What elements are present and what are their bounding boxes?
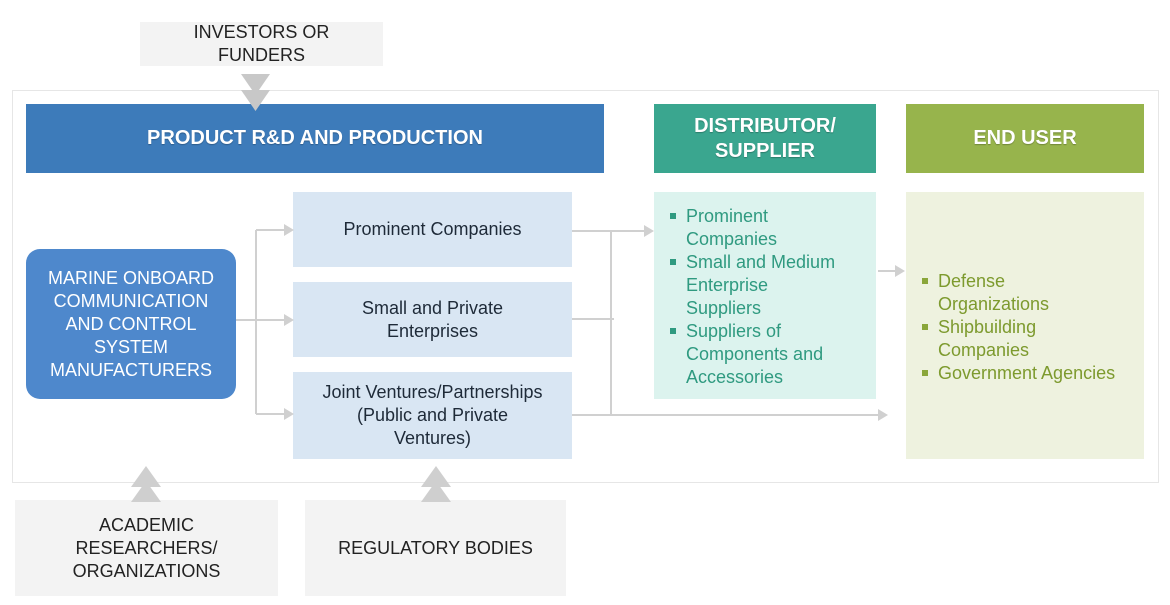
- end-user-header-label: END USER: [973, 127, 1077, 149]
- distributor-panel: Prominent Companies Small and Medium Ent…: [654, 192, 876, 399]
- investors-down-arrow: [241, 74, 270, 111]
- rd-header: PRODUCT R&D AND PRODUCTION: [26, 104, 604, 173]
- company-box-prominent: Prominent Companies: [293, 192, 572, 267]
- company-label-prominent: Prominent Companies: [343, 219, 522, 239]
- regulatory-box: REGULATORY BODIES: [305, 500, 566, 596]
- manufacturers-box: MARINE ONBOARD COMMUNICATION AND CONTROL…: [26, 249, 236, 399]
- investors-box: INVESTORS OR FUNDERS: [140, 22, 383, 66]
- distributor-item: Small and Medium Enterprise Suppliers: [668, 251, 866, 320]
- end-user-item: Government Agencies: [920, 362, 1136, 385]
- company-to-distributor-lines: [572, 230, 880, 416]
- regulatory-up-arrow: [421, 466, 451, 502]
- end-user-item: Defense Organizations: [920, 270, 1136, 316]
- end-user-item: Shipbuilding Companies: [920, 316, 1136, 362]
- distributor-header-label: DISTRIBUTOR/ SUPPLIER: [694, 114, 836, 162]
- company-box-small-private: Small and Private Enterprises: [293, 282, 572, 357]
- end-user-panel: Defense Organizations Shipbuilding Compa…: [906, 192, 1144, 459]
- academic-box: ACADEMIC RESEARCHERS/ ORGANIZATIONS: [15, 500, 278, 596]
- manufacturer-arrowheads: [284, 224, 294, 420]
- distributor-header: DISTRIBUTOR/ SUPPLIER: [654, 104, 876, 173]
- manufacturers-label: MARINE ONBOARD COMMUNICATION AND CONTROL…: [47, 267, 215, 380]
- distributor-list: Prominent Companies Small and Medium Ent…: [668, 205, 866, 389]
- company-label-small-private: Small and Private Enterprises: [361, 297, 504, 341]
- manufacturer-to-company-lines: [236, 229, 285, 415]
- distributor-item: Suppliers of Components and Accessories: [668, 320, 866, 389]
- distributor-item: Prominent Companies: [668, 205, 866, 251]
- rd-header-label: PRODUCT R&D AND PRODUCTION: [147, 127, 483, 149]
- company-label-joint-ventures: Joint Ventures/Partnerships (Public and …: [322, 382, 543, 448]
- distributor-to-end-user-arrow: [878, 265, 905, 277]
- company-arrowheads: [644, 225, 888, 421]
- academic-label: ACADEMIC RESEARCHERS/ ORGANIZATIONS: [72, 514, 221, 581]
- company-box-joint-ventures: Joint Ventures/Partnerships (Public and …: [293, 372, 572, 459]
- end-user-header: END USER: [906, 104, 1144, 173]
- investors-label: INVESTORS OR FUNDERS: [193, 22, 330, 65]
- regulatory-label: REGULATORY BODIES: [338, 537, 533, 558]
- academic-up-arrow: [131, 466, 161, 502]
- end-user-list: Defense Organizations Shipbuilding Compa…: [920, 270, 1136, 385]
